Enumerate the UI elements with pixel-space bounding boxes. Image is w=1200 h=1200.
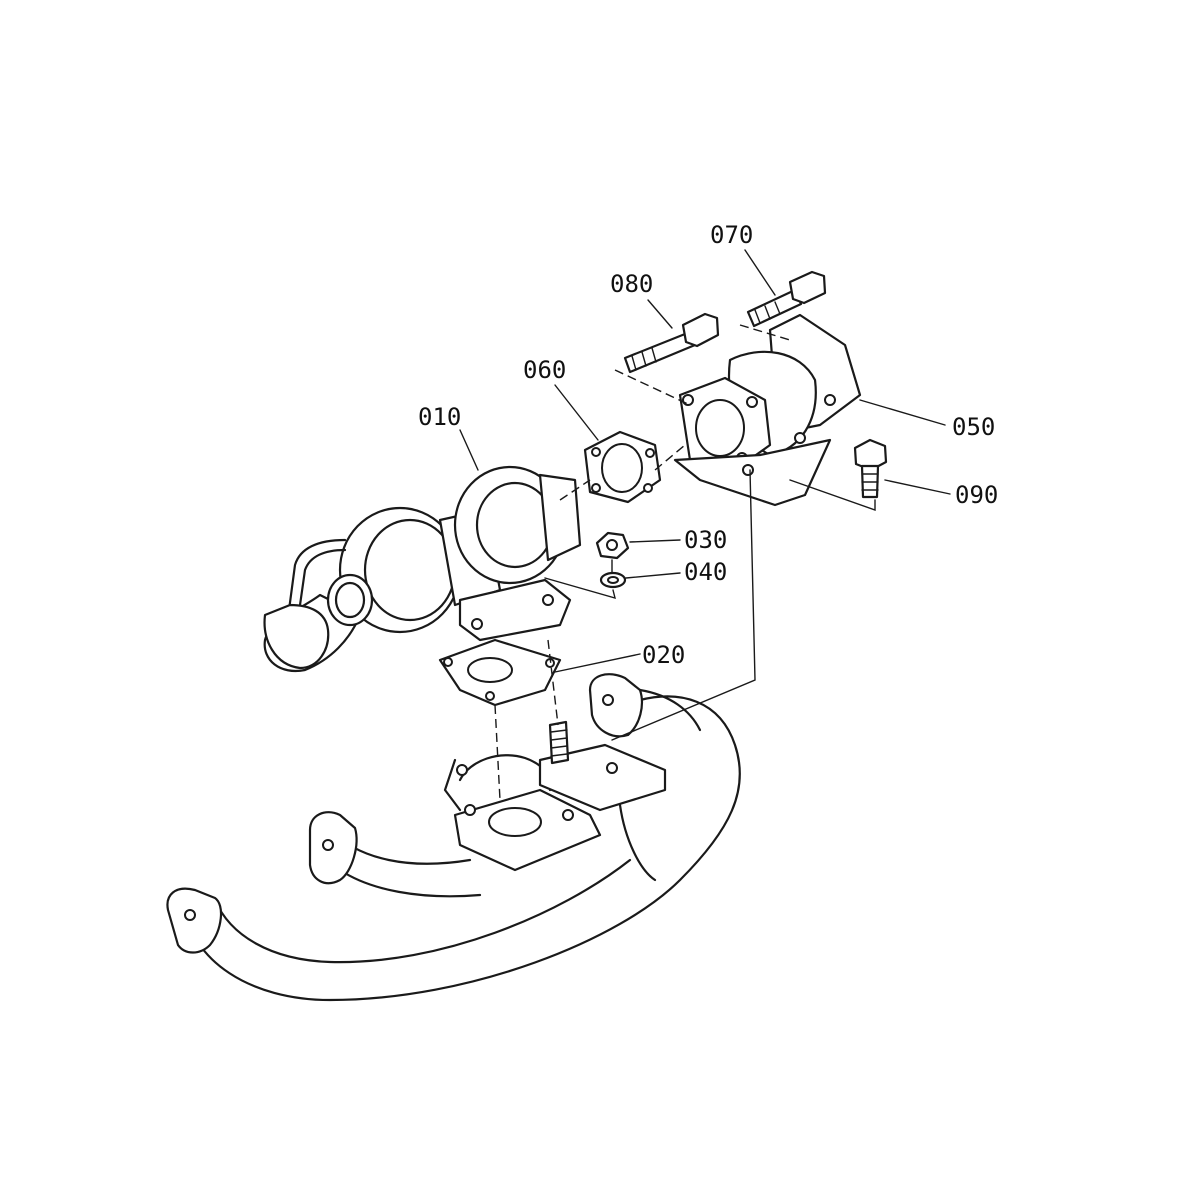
washer-040 <box>599 571 627 589</box>
elbow-050 <box>673 313 862 507</box>
gasket-060 <box>583 430 662 504</box>
label-080: 080 <box>610 270 653 298</box>
label-010: 010 <box>418 403 461 431</box>
bolt-090 <box>853 438 888 499</box>
part-labels: 010 020 030 040 050 060 070 080 090 <box>418 221 998 669</box>
bolt-080 <box>623 312 720 374</box>
label-070: 070 <box>710 221 753 249</box>
label-020: 020 <box>642 641 685 669</box>
exhaust-manifold <box>166 673 741 1002</box>
label-030: 030 <box>684 526 727 554</box>
gasket-020 <box>438 638 562 707</box>
label-050: 050 <box>952 413 995 441</box>
nut-030 <box>595 531 630 560</box>
assembly-guide-lines <box>494 324 876 801</box>
label-040: 040 <box>684 558 727 586</box>
bolt-070 <box>746 270 827 328</box>
label-060: 060 <box>523 356 566 384</box>
leader-lines <box>459 249 951 673</box>
label-090: 090 <box>955 481 998 509</box>
turbocharger-010 <box>263 465 582 673</box>
